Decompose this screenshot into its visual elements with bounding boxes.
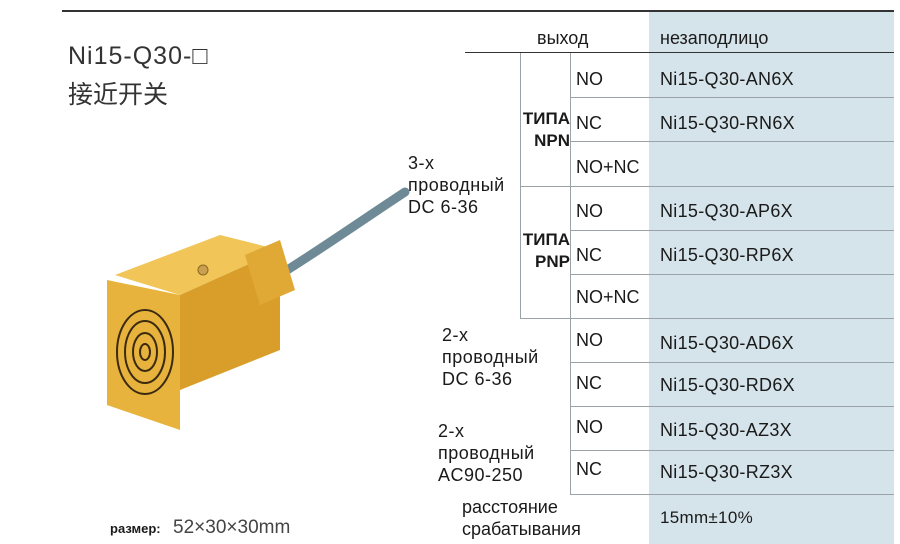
dimensions-value: 52×30×30mm [173,517,291,538]
signal-cell: NC [576,459,602,479]
product-title: Ni15-Q30-□ [68,42,209,70]
distance-value: 15mm±10% [660,508,753,527]
row-divider [570,406,894,407]
sensing-ring [139,343,151,361]
model-cell: Ni15-Q30-AN6X [660,69,794,89]
sensing-ring [124,320,166,384]
row-divider [570,274,894,275]
signal-cell: NC [576,113,602,133]
wire-2-ac: 2-х проводный AC90-250 [438,421,535,485]
model-cell: Ni15-Q30-RD6X [660,375,795,395]
model-cell: Ni15-Q30-RP6X [660,245,794,265]
row-divider [570,141,894,142]
model-column-shade [649,12,894,544]
signal-cell: NO [576,201,603,221]
row-divider [570,97,894,98]
header-output: выход [537,28,589,48]
row-divider [520,186,894,187]
sensor-top-face [115,235,280,295]
model-cell: Ni15-Q30-AP6X [660,201,793,221]
led-icon [197,264,209,276]
signal-cell: NC [576,245,602,265]
wire-3-dc: 3-х проводный DC 6-36 [408,153,505,217]
signal-cell: NO [576,330,603,350]
dimensions: размер: 52×30×30mm [110,517,290,539]
signal-cell: NO+NC [576,287,640,307]
model-cell: Ni15-Q30-RZ3X [660,462,793,482]
wire-2-dc: 2-х проводный DC 6-36 [442,325,539,389]
sensor-illustration [107,187,410,430]
dimensions-label: размер: [110,521,161,536]
row-divider [570,230,894,231]
model-cell: Ni15-Q30-RN6X [660,113,795,133]
connector-block [245,240,295,305]
signal-column-line [570,53,571,494]
signal-cell: NO+NC [576,157,640,177]
model-cell: Ni15-Q30-AZ3X [660,420,792,440]
sensing-ring [132,332,158,372]
type-column-line [520,53,521,318]
sensing-face-icon [116,309,174,395]
row-divider [570,450,894,451]
row-divider [570,494,894,495]
model-cell: Ni15-Q30-AD6X [660,333,794,353]
row-divider [520,318,894,319]
product-subtitle: 接近开关 [68,80,169,109]
signal-cell: NC [576,373,602,393]
row-divider [570,362,894,363]
header-mount: незаподлицо [660,28,769,48]
signal-cell: NO [576,69,603,89]
signal-cell: NO [576,417,603,437]
top-rule [62,10,894,12]
header-divider [465,52,894,53]
